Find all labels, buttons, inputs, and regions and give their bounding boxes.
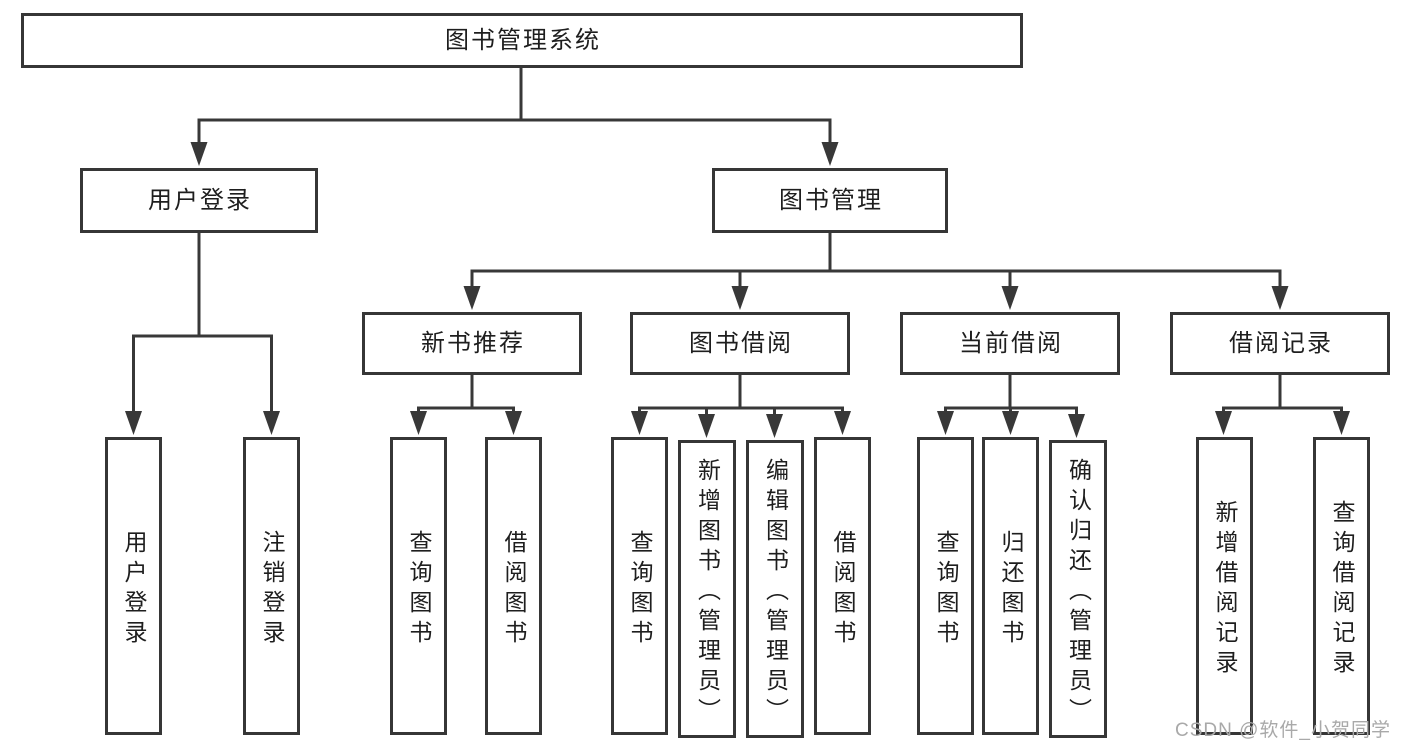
- leaf-return-book: 归还图书: [982, 437, 1039, 735]
- node-label: 新增图书（管理员）: [694, 457, 721, 728]
- node-label: 当前借阅: [959, 329, 1063, 357]
- leaf-query-books-recommend: 查询图书: [390, 437, 447, 735]
- connector-borrow-record-group: [1215, 373, 1350, 435]
- node-label: 新增借阅记录: [1212, 499, 1238, 680]
- node-label: 借阅图书: [501, 529, 527, 650]
- leaf-borrow-books-recommend: 借阅图书: [485, 437, 542, 735]
- node-label: 查询图书: [933, 529, 959, 650]
- node-book-management: 图书管理: [712, 168, 948, 233]
- node-label: 借阅记录: [1229, 329, 1333, 357]
- leaf-confirm-return-admin: 确认归还（管理员）: [1049, 440, 1107, 738]
- leaf-borrow-books: 借阅图书: [814, 437, 871, 735]
- connector-book-management-group: [463, 231, 1289, 310]
- node-label: 查询图书: [627, 529, 653, 650]
- node-label: 查询借阅记录: [1329, 499, 1355, 680]
- leaf-query-books-borrow: 查询图书: [611, 437, 668, 735]
- node-book-borrow: 图书借阅: [630, 312, 850, 375]
- node-label: 图书借阅: [689, 329, 793, 357]
- leaf-edit-book-admin: 编辑图书（管理员）: [746, 440, 804, 738]
- leaf-user-login: 用户登录: [105, 437, 162, 735]
- node-label: 查询图书: [406, 529, 432, 650]
- node-label: 编辑图书（管理员）: [762, 457, 789, 728]
- node-user-login: 用户登录: [80, 168, 318, 233]
- leaf-logout: 注销登录: [243, 437, 300, 735]
- node-label: 确认归还（管理员）: [1065, 457, 1092, 728]
- node-label: 图书管理: [779, 186, 883, 214]
- node-new-book-recommend: 新书推荐: [362, 312, 582, 375]
- leaf-add-borrow-record: 新增借阅记录: [1196, 437, 1253, 735]
- node-root: 图书管理系统: [21, 13, 1023, 68]
- node-label: 归还图书: [998, 529, 1024, 650]
- watermark: CSDN @软件_小贺同学: [1175, 720, 1391, 741]
- node-label: 图书管理系统: [445, 26, 601, 54]
- node-label: 用户登录: [148, 186, 252, 214]
- leaf-query-borrow-record: 查询借阅记录: [1313, 437, 1370, 735]
- node-borrow-records: 借阅记录: [1170, 312, 1390, 375]
- connector-book-borrow-group: [631, 373, 851, 438]
- connector-root-to-level1: [190, 66, 839, 166]
- connector-current-borrow-group: [937, 373, 1085, 438]
- node-current-borrow: 当前借阅: [900, 312, 1120, 375]
- connector-user-login-group: [125, 231, 280, 435]
- node-label: 注销登录: [259, 529, 285, 650]
- node-label: 用户登录: [121, 529, 147, 650]
- leaf-query-books-current: 查询图书: [917, 437, 974, 735]
- node-label: 借阅图书: [830, 529, 856, 650]
- node-label: 新书推荐: [421, 329, 525, 357]
- leaf-add-book-admin: 新增图书（管理员）: [678, 440, 736, 738]
- connector-new-book-group: [410, 373, 522, 435]
